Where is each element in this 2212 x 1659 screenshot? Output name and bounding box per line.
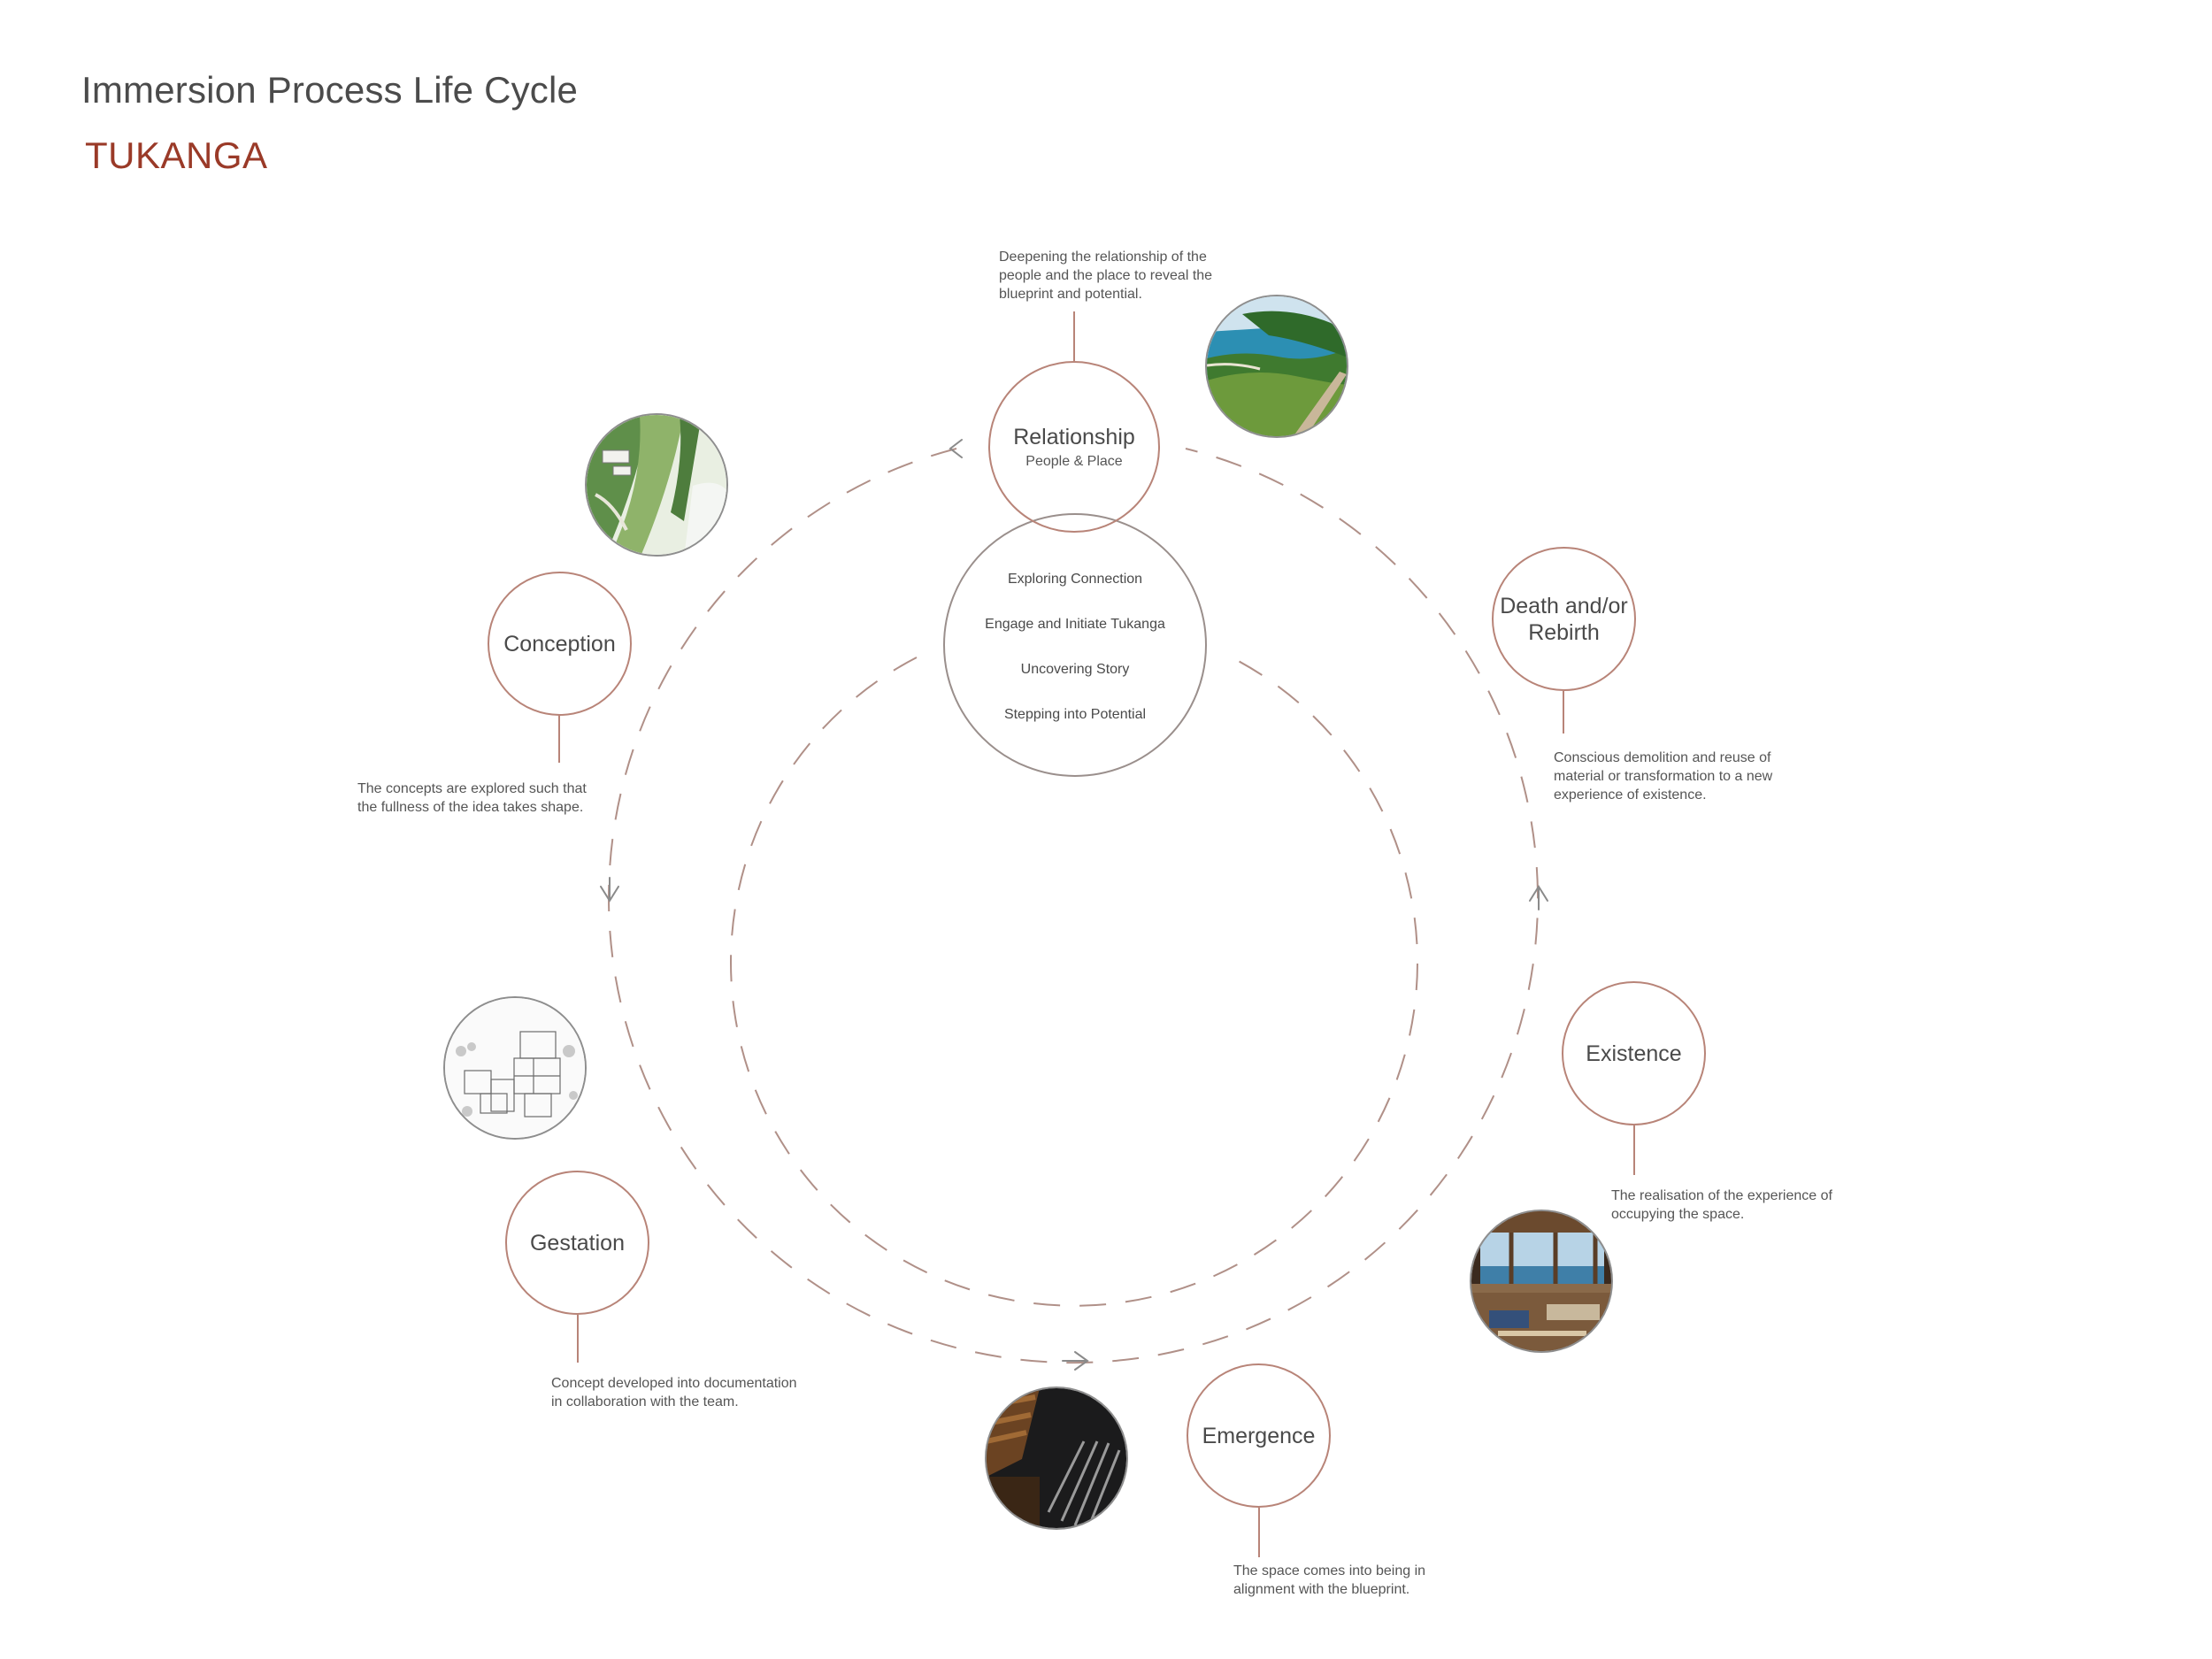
floor-plan-drawing: [443, 996, 587, 1140]
outer-ring-arc-right: [1186, 449, 1538, 894]
relationship-sublabel: People & Place: [1025, 454, 1122, 470]
death-rebirth-label: Death and/or Rebirth: [1500, 593, 1628, 646]
gestation-label: Gestation: [530, 1230, 625, 1256]
relationship-description: Deepening the relationship of the people…: [999, 248, 1212, 303]
coastal-landscape-photo: [1205, 295, 1348, 438]
arrow-right-up: [1530, 887, 1548, 910]
arrow-left-down: [601, 878, 618, 901]
arrow-bottom-right: [1063, 1352, 1087, 1370]
center-step: Exploring Connection: [945, 572, 1205, 588]
existence-description: The realisation of the experience of occ…: [1611, 1187, 1832, 1224]
interior-living-room-photo: [1470, 1210, 1613, 1353]
emergence-label: Emergence: [1202, 1423, 1316, 1449]
center-step: Engage and Initiate Tukanga: [945, 617, 1205, 633]
site-plan-watercolor: [585, 413, 728, 557]
conception-description: The concepts are explored such that the …: [357, 780, 587, 817]
emergence-node: Emergence: [1187, 1363, 1331, 1508]
timber-interior-detail-photo: [985, 1386, 1128, 1530]
conception-label: Conception: [503, 631, 615, 657]
center-step: Uncovering Story: [945, 662, 1205, 678]
emergence-description: The space comes into being in alignment …: [1233, 1562, 1425, 1599]
center-step: Stepping into Potential: [945, 707, 1205, 723]
relationship-label: Relationship: [1013, 424, 1135, 450]
death-rebirth-node: Death and/or Rebirth: [1492, 547, 1636, 691]
existence-label: Existence: [1586, 1041, 1681, 1067]
gestation-description: Concept developed into documentation in …: [551, 1374, 797, 1411]
existence-node: Existence: [1562, 981, 1706, 1125]
gestation-node: Gestation: [505, 1171, 649, 1315]
relationship-node: Relationship People & Place: [988, 361, 1160, 533]
center-steps-circle: Exploring Connection Engage and Initiate…: [943, 513, 1207, 777]
death-rebirth-description: Conscious demolition and reuse of materi…: [1554, 749, 1772, 804]
conception-node: Conception: [488, 572, 632, 716]
